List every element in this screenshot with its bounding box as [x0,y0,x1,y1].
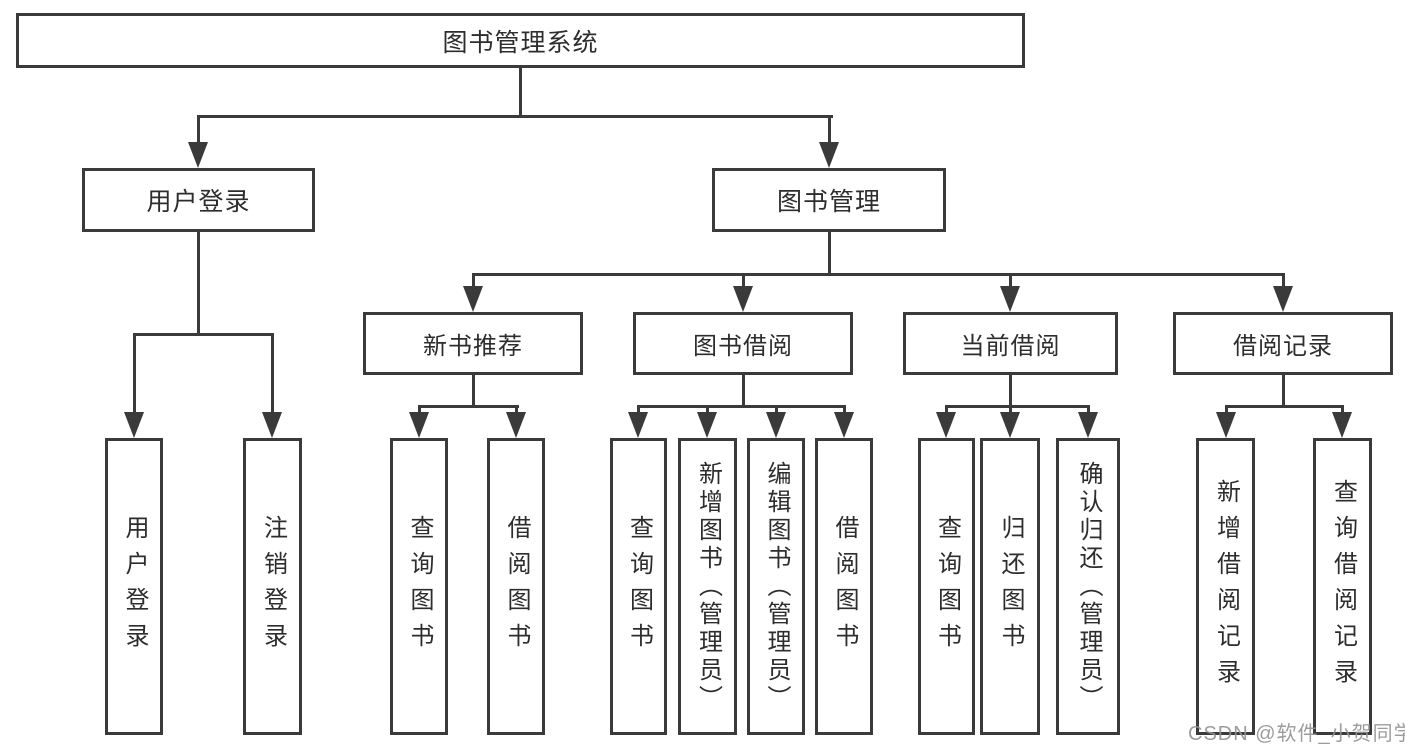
arrow-down-icon [1216,412,1236,438]
arrow-down-icon [628,412,648,438]
arrow-down-icon [124,412,144,438]
arrow-down-icon [409,412,429,438]
connector-line [471,273,1285,276]
leaf-logout: 注销登录 [243,438,302,735]
arrow-down-icon [262,412,282,438]
node-borrow-records: 借阅记录 [1173,312,1393,375]
arrow-down-icon [733,286,753,312]
connector-line [417,405,519,408]
connector-line [417,405,421,415]
arrow-down-icon [1000,286,1020,312]
arrow-down-icon [1332,412,1352,438]
leaf-borrow-books-borrowing: 借阅图书 [815,438,873,735]
node-user-login: 用户登录 [82,168,315,232]
node-label: 当前借阅 [960,333,1061,360]
node-current-borrowing: 当前借阅 [903,312,1118,375]
leaf-query-books-borrowing: 查询图书 [610,438,667,735]
node-label: 图书管理 [776,188,881,216]
connector-line [270,333,274,415]
connector-line [471,273,475,289]
connector-line [636,405,846,408]
connector-line [636,405,640,415]
leaf-query-books-current: 查询图书 [918,438,975,735]
connector-line [196,115,200,145]
arrow-down-icon [463,286,483,312]
connector-line [842,405,846,415]
connector-line [827,232,831,276]
leaf-edit-book-admin: 编辑图书（管理员） [747,438,805,735]
connector-line [1340,405,1344,415]
connector-line [827,115,831,145]
arrow-down-icon [506,412,526,438]
arrow-down-icon [936,412,956,438]
node-root-library-system: 图书管理系统 [16,13,1025,68]
connector-line [1281,273,1285,289]
node-label: 借阅记录 [1233,333,1333,360]
connector-line [1281,375,1285,408]
node-book-borrowing: 图书借阅 [633,312,853,375]
leaf-add-borrow-record: 新增借阅记录 [1196,438,1255,735]
leaf-borrow-books-recommend: 借阅图书 [487,438,545,735]
leaf-user-login: 用户登录 [105,438,163,735]
connector-line [944,405,948,415]
connector-line [774,405,778,415]
node-book-management: 图书管理 [712,168,946,232]
connector-line [196,232,200,336]
node-new-book-recommend: 新书推荐 [363,312,583,375]
connector-line [741,273,745,289]
node-label: 图书借阅 [693,333,793,360]
node-label: 图书管理系统 [442,28,599,57]
connector-line [514,405,518,415]
connector-line [705,405,709,415]
connector-line [1224,405,1228,415]
connector-line [132,333,136,415]
connector-line [471,375,475,408]
node-label: 新书推荐 [423,333,523,360]
arrow-down-icon [188,142,208,168]
arrow-down-icon [766,412,786,438]
connector-line [1008,405,1012,415]
connector-line [132,333,274,336]
arrow-down-icon [819,142,839,168]
leaf-return-book: 归还图书 [980,438,1040,735]
connector-line [1008,375,1012,408]
leaf-add-book-admin: 新增图书（管理员） [678,438,737,735]
arrow-down-icon [1000,412,1020,438]
connector-line [1224,405,1344,408]
connector-line [741,375,745,408]
csdn-watermark: CSDN @软件_小贺同学 [1188,723,1405,745]
leaf-query-books-recommend: 查询图书 [390,438,448,735]
node-label: 用户登录 [146,188,251,216]
arrow-down-icon [1273,286,1293,312]
connector-line [1008,273,1012,289]
connector-line [196,115,833,118]
arrow-down-icon [1078,412,1098,438]
connector-line [518,68,522,118]
connector-line [1086,405,1090,415]
arrow-down-icon [697,412,717,438]
connector-line [944,405,1090,408]
arrow-down-icon [834,412,854,438]
leaf-confirm-return-admin: 确认归还（管理员） [1056,438,1120,735]
leaf-query-borrow-record: 查询借阅记录 [1313,438,1372,735]
